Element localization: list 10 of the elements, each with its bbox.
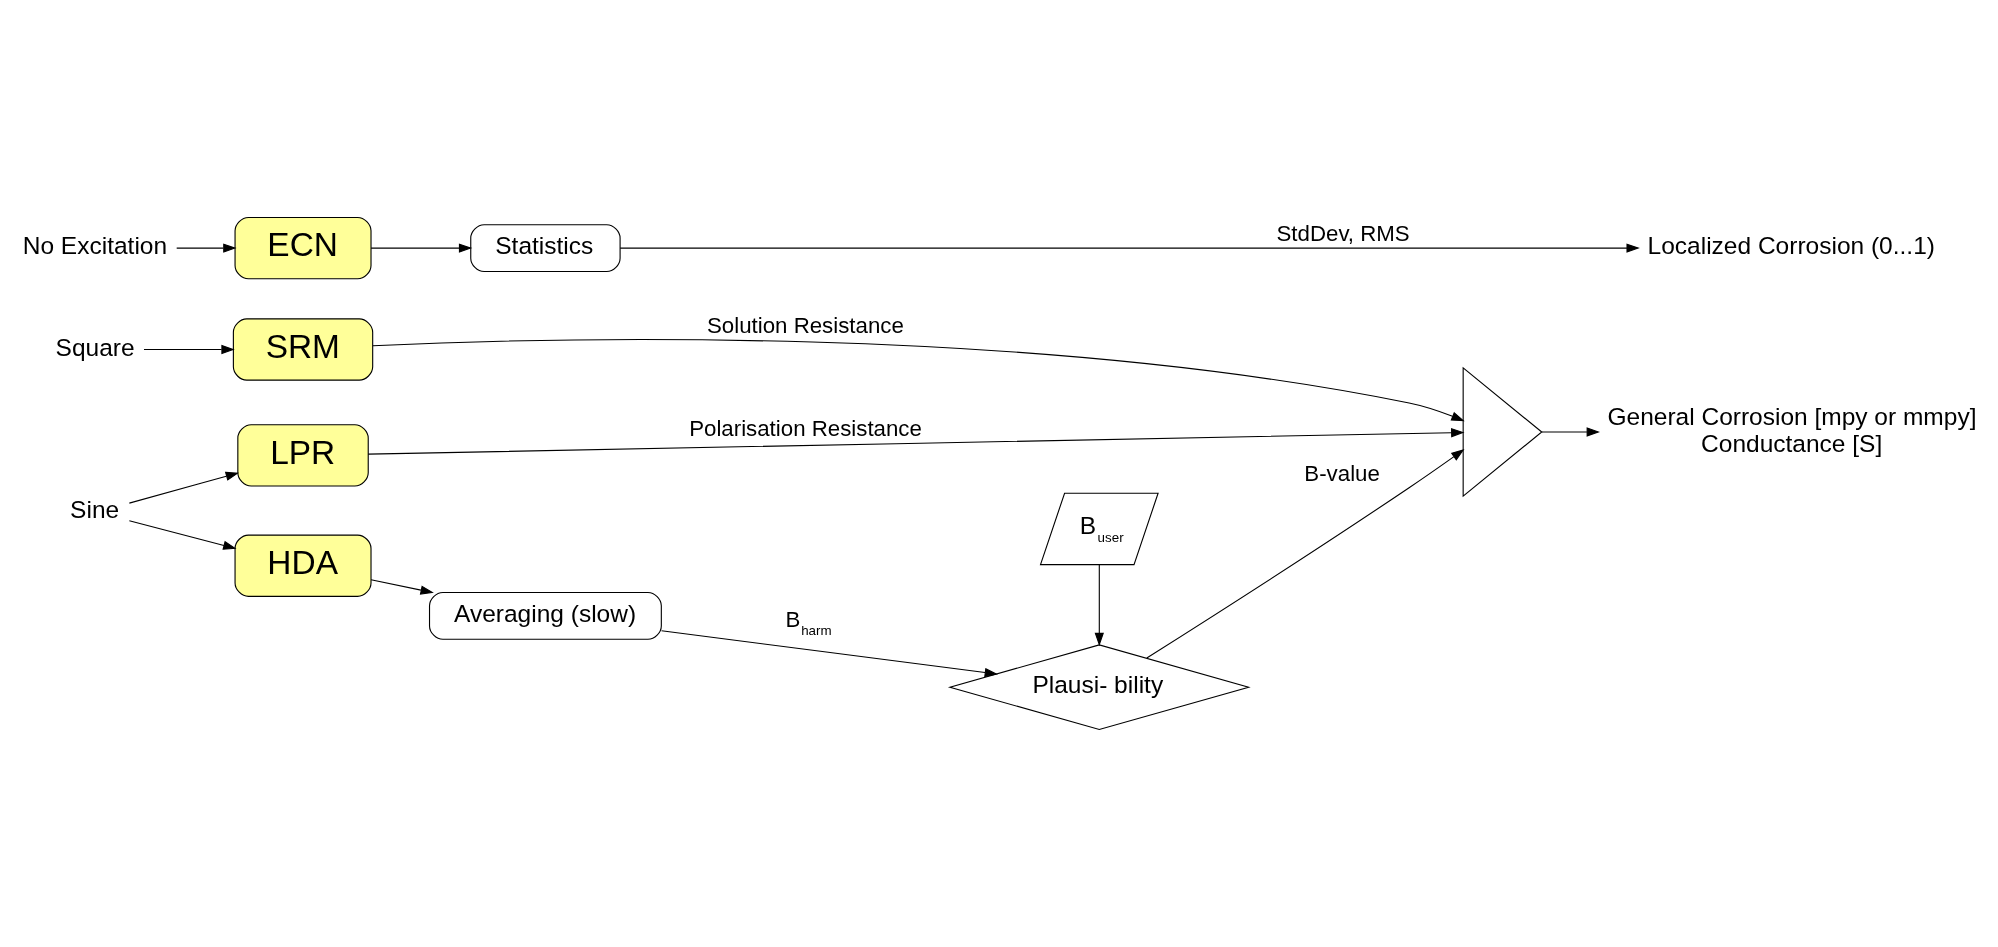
node-text: No Excitation <box>22 232 168 260</box>
node-text: Sine <box>70 496 120 524</box>
edge-label: Solution Resistance <box>707 312 904 338</box>
edge-label: B-value <box>1304 461 1380 487</box>
node-text: General Corrosion [mpy or mmpy] Conductance [S] <box>1607 402 1977 457</box>
edge-label: B$_{harm}$ <box>785 607 832 638</box>
node-text: Localized Corrosion (0...1) <box>1647 232 1935 260</box>
edge-label: StdDev, RMS <box>1276 221 1410 247</box>
edge-label: Polarisation Resistance <box>689 416 922 442</box>
node-text: Square <box>55 333 135 361</box>
